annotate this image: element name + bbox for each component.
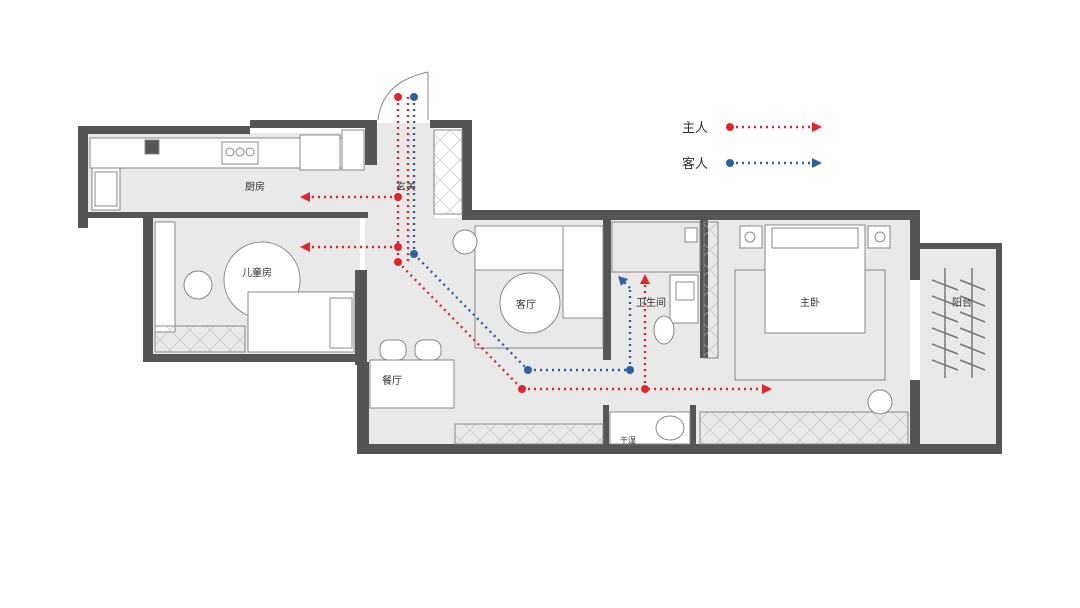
room-label-living-room: 客厅 xyxy=(516,298,536,311)
legend-guest-arrow xyxy=(812,158,822,168)
room-label-entrance: 玄关 xyxy=(396,180,416,193)
host-arrowheads xyxy=(300,192,772,394)
room-label-kitchen: 厨房 xyxy=(245,180,265,193)
legend-guest-label: 客人 xyxy=(682,156,708,172)
kitchen-furniture xyxy=(89,129,365,211)
bathroom-furniture xyxy=(611,221,701,345)
host-nodes xyxy=(394,93,649,393)
legend-host-arrow xyxy=(812,122,822,132)
dining-furniture xyxy=(369,339,455,409)
guest-flow-paths xyxy=(412,97,632,372)
balcony-floor xyxy=(920,248,1000,446)
walls xyxy=(78,120,1002,454)
children-room-furniture xyxy=(154,221,355,353)
living-room-furniture xyxy=(452,225,604,349)
room-label-master-bedroom: 主卧 xyxy=(800,296,820,309)
legend: 主人 客人 xyxy=(682,121,822,172)
room-label-storage: 干湿 xyxy=(620,436,636,445)
legend-host-label: 主人 xyxy=(682,121,708,136)
guest-nodes xyxy=(410,93,634,374)
entrance-door xyxy=(377,71,429,121)
entrance-cabinet xyxy=(433,129,463,215)
master-bedroom-furniture xyxy=(734,224,893,415)
legend-host-dot xyxy=(726,123,734,131)
wardrobe xyxy=(703,221,719,359)
room-label-balcony: 阳台 xyxy=(952,296,972,309)
room-label-children-room: 儿童房 xyxy=(242,266,272,279)
room-label-dining-room: 餐厅 xyxy=(382,374,402,387)
host-flow-paths xyxy=(302,97,770,391)
balcony-clothes-rack xyxy=(931,268,986,378)
room-label-bathroom: 卫生间 xyxy=(636,296,666,309)
legend-guest-dot xyxy=(726,159,734,167)
bottom-cabinets xyxy=(454,411,909,445)
